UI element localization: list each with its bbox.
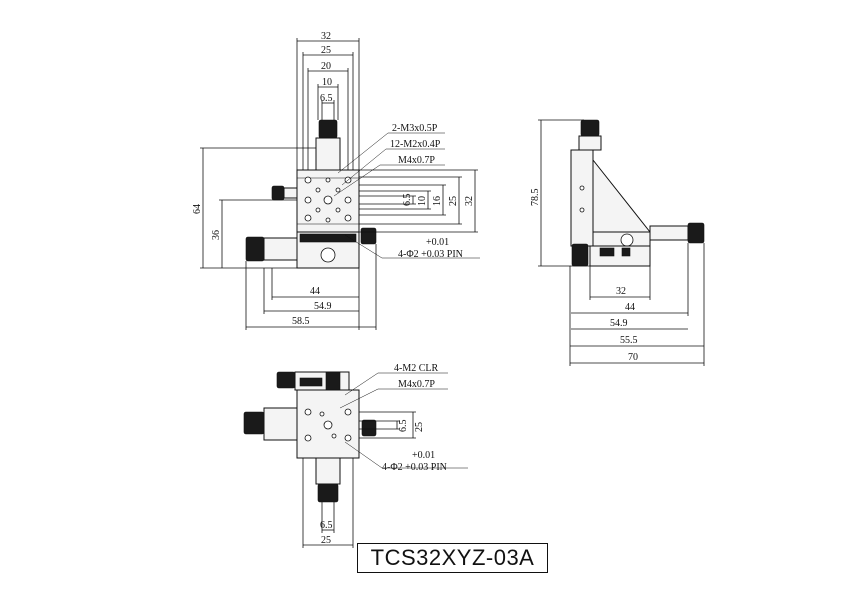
dim-bottom-44: 44 <box>310 286 320 297</box>
dim-top-20: 20 <box>321 61 331 72</box>
side-knob-right <box>687 222 705 244</box>
dim-right-16: 16 <box>432 196 443 206</box>
callout-m4: M4x0.7P <box>398 155 435 166</box>
dim-side-70: 70 <box>628 352 638 363</box>
side-knob-top <box>580 119 600 137</box>
micrometer-barrel-left <box>263 237 298 261</box>
dim-top-6-5: 6.5 <box>320 93 333 104</box>
dim-top-10: 10 <box>322 77 332 88</box>
dim-bottom-58-5: 58.5 <box>292 316 310 327</box>
top-pin-note: 4-Φ2 +0.03 PIN <box>382 462 447 473</box>
dim-right-6-5: 6.5 <box>402 194 413 207</box>
pin-note: 4-Φ2 +0.03 PIN <box>398 249 463 260</box>
micrometer-knob-right <box>360 227 377 245</box>
side-base <box>589 245 651 267</box>
top-knob-bottom <box>317 483 339 503</box>
side-knob-left <box>571 243 589 267</box>
dim-left-64: 64 <box>192 204 203 214</box>
front-view: 32 25 20 10 6.5 2-M3x0.5P 12-M2x0.4P M4x… <box>192 31 480 330</box>
top-view: 4-M2 CLR M4x0.7P 6.5 25 +0.01 4-Φ2 +0.03… <box>243 363 468 548</box>
side-vertical-plate <box>570 149 594 247</box>
micrometer-knob-top <box>318 119 338 139</box>
dim-side-32: 32 <box>616 286 626 297</box>
dim-side-54-9: 54.9 <box>610 318 628 329</box>
micrometer-knob-left <box>245 236 265 262</box>
micrometer-barrel-top <box>315 137 341 171</box>
callout-4-m2-clr: 4-M2 CLR <box>394 363 439 374</box>
pin-tolerance: +0.01 <box>426 237 449 248</box>
callout-m4-top: M4x0.7P <box>398 379 435 390</box>
top-knob-upper-left <box>276 371 296 389</box>
dim-right-25: 25 <box>448 196 459 206</box>
dim-side-55-5: 55.5 <box>620 335 638 346</box>
dim-right-32: 32 <box>464 196 475 206</box>
dim-top-view-6-5: 6.5 <box>398 420 409 433</box>
top-pin-tolerance: +0.01 <box>412 450 435 461</box>
dim-top-25: 25 <box>321 45 331 56</box>
callout-12-m2: 12-M2x0.4P <box>390 139 441 150</box>
top-knob-right <box>361 419 377 437</box>
dim-bottom-54-9: 54.9 <box>314 301 332 312</box>
model-title-box: TCS32XYZ-03A <box>357 543 548 573</box>
callout-2-m3: 2-M3x0.5P <box>392 123 438 134</box>
dim-left-36: 36 <box>211 230 222 240</box>
micrometer-knob-left-upper <box>271 185 285 201</box>
dim-top-view-bottom-25: 25 <box>321 535 331 546</box>
dim-right-10: 10 <box>417 196 428 206</box>
top-stage <box>296 389 360 459</box>
side-view: 78.5 32 44 54.9 55.5 70 <box>530 119 705 366</box>
dim-side-78-5: 78.5 <box>530 189 541 207</box>
dim-top-view-bottom-6-5: 6.5 <box>320 520 333 531</box>
dim-side-44: 44 <box>625 302 635 313</box>
model-title: TCS32XYZ-03A <box>370 545 535 570</box>
dim-top-32: 32 <box>321 31 331 42</box>
top-knob-left <box>243 411 265 435</box>
dim-top-view-25: 25 <box>414 422 425 432</box>
